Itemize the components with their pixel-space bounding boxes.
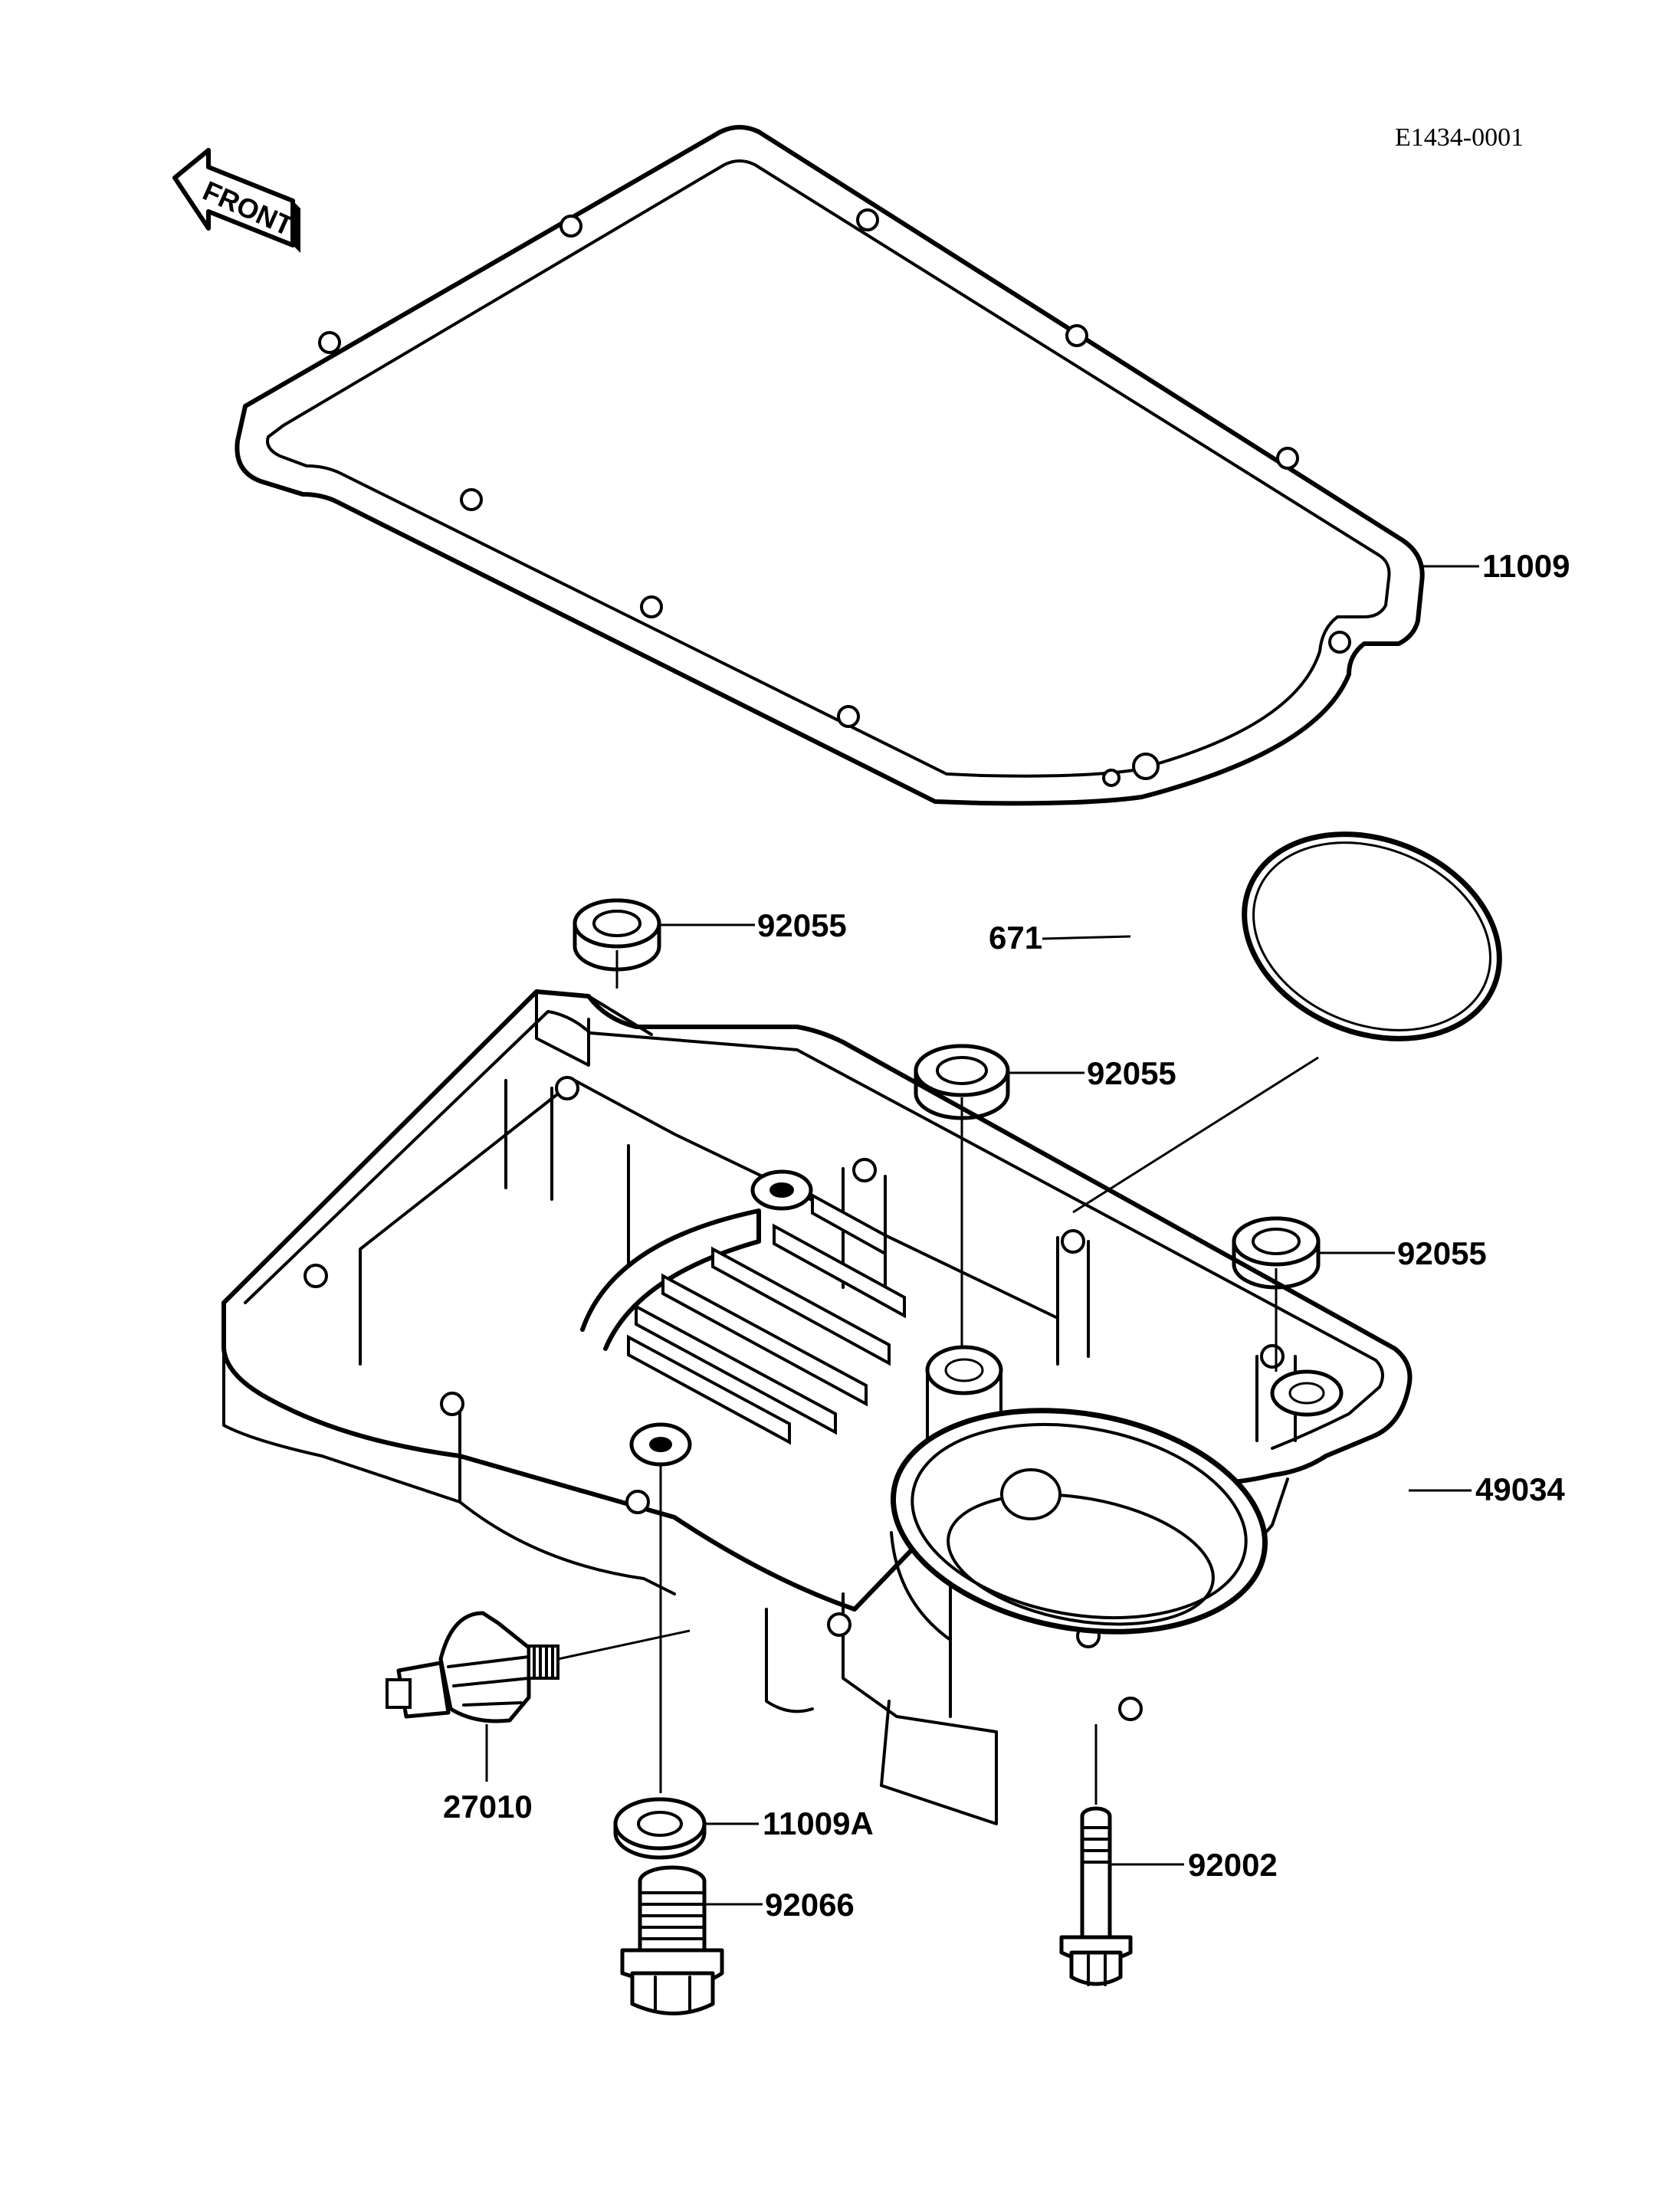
oil-pan-gasket <box>235 125 1425 806</box>
callout-oil-pan: 49034 <box>1475 1471 1565 1507</box>
oil-pan <box>221 989 1413 1825</box>
washer <box>1232 1216 1321 1290</box>
callout-o-ring: 671 <box>989 920 1042 956</box>
callout-washer-1: 92055 <box>757 907 847 943</box>
callout-drain-plug: 92066 <box>765 1887 855 1923</box>
drain-plug <box>620 1865 724 2015</box>
leader-line <box>557 1629 691 1661</box>
callout-drain-gasket: 11009A <box>763 1805 874 1841</box>
front-arrow-icon: FRONT <box>172 148 300 253</box>
callout-washer-3: 92055 <box>1397 1235 1487 1271</box>
washer <box>914 1044 1010 1120</box>
flange-bolt <box>1059 1806 1133 1986</box>
callout-gasket: 11009 <box>1482 548 1570 584</box>
leader-line <box>1072 1056 1319 1214</box>
o-ring <box>1242 831 1502 1041</box>
callout-oil-pressure-switch: 27010 <box>443 1789 533 1825</box>
callout-bolt: 92002 <box>1188 1847 1278 1883</box>
callout-washer-2: 92055 <box>1087 1055 1176 1091</box>
leader-line <box>1042 935 1131 940</box>
oil-pressure-switch <box>386 1611 559 1723</box>
washer <box>573 898 661 972</box>
drawing-code: E1434-0001 <box>1395 123 1524 152</box>
drain-gasket <box>613 1797 707 1860</box>
